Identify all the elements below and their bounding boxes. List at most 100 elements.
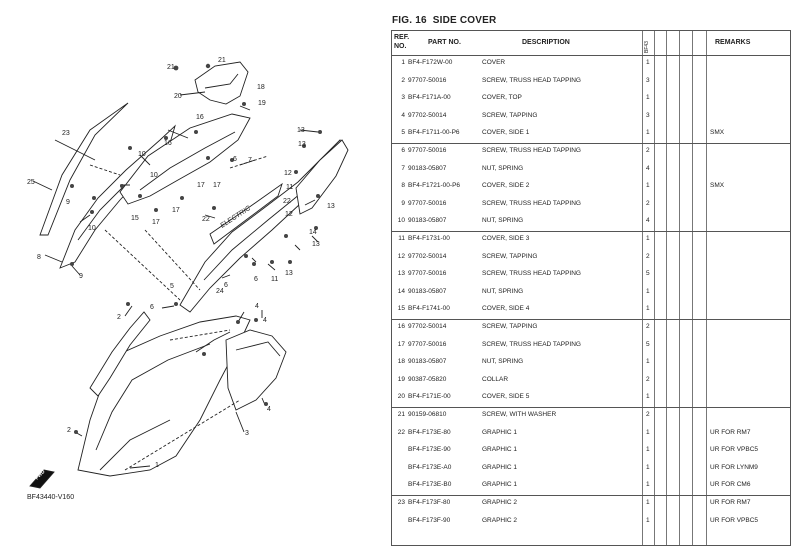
callout-label: 6	[233, 156, 237, 163]
row-group-separator	[392, 143, 790, 144]
qty-cell: 3	[646, 76, 650, 84]
qty-cell: 1	[646, 499, 650, 506]
ref-cell: 8	[401, 182, 405, 190]
callout-label: 11	[286, 184, 294, 191]
part-no-cell: BF4-F173E-80	[408, 428, 451, 436]
qty-cell: 1	[646, 59, 650, 66]
parts-illustration: ELECTRIC	[29, 61, 349, 489]
callout-label: 24	[216, 288, 224, 295]
callout-label: 4	[263, 317, 267, 324]
description-cell: COVER, SIDE 4	[482, 305, 530, 313]
part-no-cell: 90183-05807	[408, 358, 447, 366]
description-cell: NUT, SPRING	[482, 217, 524, 225]
callout-label: 1	[155, 462, 159, 469]
remark-cell: UR FOR LYNM9	[710, 463, 758, 471]
part-no-cell: 97707-50016	[408, 147, 447, 154]
part-no-cell: BF4-F1721-00-P6	[408, 182, 461, 190]
ref-cell: 20	[397, 393, 405, 401]
description-cell: GRAPHIC 1	[482, 446, 518, 454]
table-header: REF. NO. PART NO. DESCRIPTION BF43 REMAR…	[392, 31, 790, 56]
callout-label: 20	[174, 93, 182, 100]
description-cell: GRAPHIC 1	[482, 428, 518, 436]
parts-table: REF. NO. PART NO. DESCRIPTION BF43 REMAR…	[391, 30, 791, 546]
header-ref: REF.	[394, 34, 410, 41]
description-cell: GRAPHIC 2	[482, 499, 518, 506]
part-no-cell: BF4-F173F-80	[408, 499, 451, 506]
description-cell: COVER, SIDE 5	[482, 393, 530, 401]
callout-label: 21	[218, 57, 226, 64]
callout-label: 6	[224, 282, 228, 289]
callout-label: 2	[117, 314, 121, 321]
ref-cell: 19	[397, 375, 405, 383]
remark-cell: UR FOR CM6	[710, 481, 751, 489]
ref-cell: 17	[397, 340, 405, 348]
part-no-cell: 90159-06810	[408, 411, 447, 418]
figure-number: 16	[415, 15, 427, 26]
qty-cell: 1	[646, 287, 650, 295]
description-cell: GRAPHIC 1	[482, 463, 518, 471]
callout-label: 17	[197, 182, 205, 189]
description-cell: SCREW, TRUSS HEAD TAPPING	[482, 76, 581, 84]
part-no-cell: BF4-F172W-00	[408, 59, 453, 66]
qty-cell: 1	[646, 358, 650, 366]
description-cell: COVER, SIDE 2	[482, 182, 530, 190]
qty-cell: 3	[646, 111, 650, 119]
description-cell: COVER	[482, 59, 506, 66]
callout-label: 12	[284, 170, 292, 177]
diagram-code: BF43440-V160	[27, 494, 75, 501]
row-group-separator	[392, 231, 790, 232]
ref-cell: 11	[398, 235, 405, 242]
callout-label: 17	[172, 207, 180, 214]
part-no-cell: BF4-F1711-00-P6	[408, 129, 460, 137]
qty-cell: 1	[646, 305, 650, 313]
description-cell: NUT, SPRING	[482, 358, 524, 366]
callout-label: 13	[312, 241, 320, 248]
ref-cell: 2	[401, 76, 405, 84]
ref-cell: 9	[401, 199, 405, 207]
part-no-cell: 97702-50014	[408, 323, 447, 330]
row-group-separator	[392, 319, 790, 320]
ref-cell: 6	[401, 147, 405, 154]
callout-label: 10	[150, 172, 158, 179]
part-no-cell: BF4-F173E-B0	[408, 481, 452, 489]
callout-label: 9	[79, 273, 83, 280]
part-no-cell: 97702-50014	[408, 111, 447, 119]
remark-cell: UR FOR RM7	[710, 428, 751, 436]
header-ref-no: NO.	[394, 43, 407, 50]
qty-cell: 2	[646, 252, 650, 260]
callout-label: 3	[245, 430, 249, 437]
part-no-cell: BF4-F171A-00	[408, 94, 451, 102]
description-cell: GRAPHIC 2	[482, 516, 518, 524]
part-no-cell: 97707-50016	[408, 76, 447, 84]
qty-cell: 2	[646, 147, 650, 154]
callout-label: 13	[327, 203, 335, 210]
part-no-cell: 90183-05807	[408, 164, 447, 172]
qty-cell: 2	[646, 199, 650, 207]
ref-cell: 4	[401, 111, 405, 119]
description-cell: SCREW, TRUSS HEAD TAPPING	[482, 199, 581, 207]
callout-label: 19	[258, 100, 266, 107]
part-no-cell: BF4-F173E-90	[408, 446, 451, 454]
ref-cell: 5	[401, 129, 405, 137]
row-group-separator	[392, 495, 790, 496]
figure-name: SIDE COVER	[432, 15, 497, 26]
part-no-cell: BF4-F173E-A0	[408, 463, 452, 471]
description-cell: COVER, SIDE 3	[482, 235, 530, 242]
exploded-diagram: ELECTRIC	[0, 0, 385, 551]
qty-cell: 1	[646, 393, 650, 401]
qty-cell: 1	[646, 516, 650, 524]
remark-cell: UR FOR RM7	[710, 499, 751, 506]
part-no-cell: 97707-50016	[408, 199, 447, 207]
